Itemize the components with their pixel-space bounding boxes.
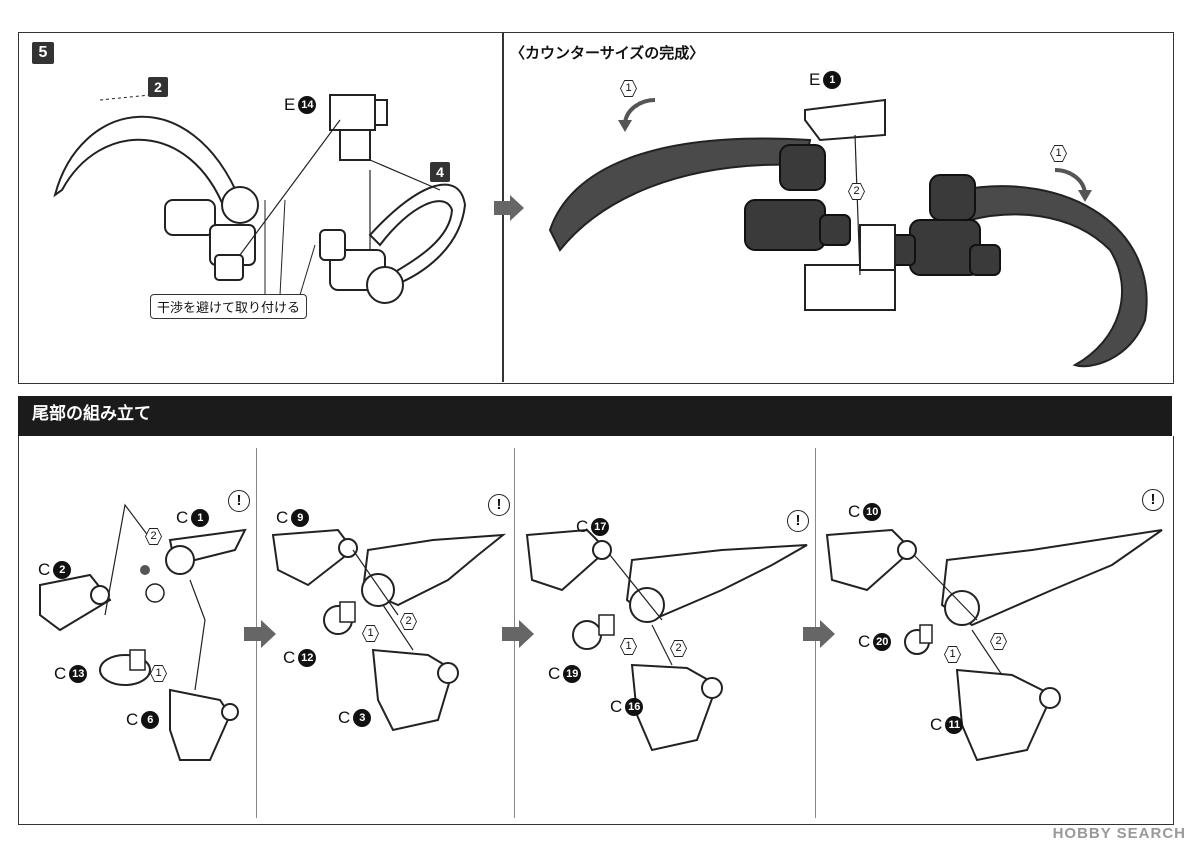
next-arrow-icon: [494, 195, 526, 225]
part-number-badge: 16: [625, 698, 644, 716]
counter-scythe-diagram: [548, 98, 1148, 368]
counter-scythe-title: 〈カウンターサイズの完成〉: [510, 44, 705, 62]
next-arrow-icon: [244, 620, 278, 652]
part-4-badge: 4: [430, 162, 450, 182]
part-number-badge: 19: [563, 665, 582, 683]
tail-step1-diagram: [39, 503, 247, 761]
tail-step3-diagram: [525, 528, 808, 752]
step-hex-2-center: 2: [848, 183, 865, 200]
step-hex-2: 2: [145, 528, 162, 545]
part-e1-label: E 1: [809, 70, 842, 90]
assembly-note: 干渉を避けて取り付ける: [150, 294, 308, 319]
part-number-badge: 2: [53, 561, 72, 579]
part-number-badge: 10: [863, 503, 882, 521]
next-arrow-icon: [502, 620, 536, 652]
next-arrow-icon: [803, 620, 837, 652]
part-number-badge: 1: [191, 509, 210, 527]
part-number-badge: 6: [141, 711, 160, 729]
part-number-badge: 3: [353, 709, 372, 727]
step-hex-1: 1: [944, 646, 961, 663]
part-e14-label: E 14: [284, 95, 317, 115]
step-hex-1-left: 1: [620, 80, 637, 97]
step5-left-diagram: [53, 94, 467, 304]
part-number-badge: 1: [823, 71, 842, 89]
part-number-badge: 9: [291, 509, 310, 527]
part-number-badge: 13: [69, 665, 88, 683]
step-hex-1: 1: [362, 625, 379, 642]
part-number-badge: 14: [298, 96, 317, 114]
step-hex-1: 1: [150, 665, 167, 682]
attention-icon: !: [488, 494, 510, 516]
tail-step2-diagram: [271, 528, 507, 732]
step-hex-2: 2: [400, 613, 417, 630]
part-number-badge: 20: [873, 633, 892, 651]
step-number: 5: [32, 42, 54, 64]
part-number-badge: 12: [298, 649, 317, 667]
watermark: HOBBY SEARCH: [1052, 825, 1186, 842]
attention-icon: !: [1142, 489, 1164, 511]
part-2-badge: 2: [148, 77, 168, 97]
step-hex-1-right: 1: [1050, 145, 1067, 162]
attention-icon: !: [787, 510, 809, 532]
attention-icon: !: [228, 490, 250, 512]
part-number-badge: 11: [945, 716, 964, 734]
step-hex-2: 2: [990, 633, 1007, 650]
tail-section-header: 尾部の組み立て: [18, 396, 1172, 436]
step-hex-1: 1: [620, 638, 637, 655]
part-number-badge: 17: [591, 518, 610, 536]
tail-step4-diagram: [825, 528, 1163, 762]
step-hex-2: 2: [670, 640, 687, 657]
